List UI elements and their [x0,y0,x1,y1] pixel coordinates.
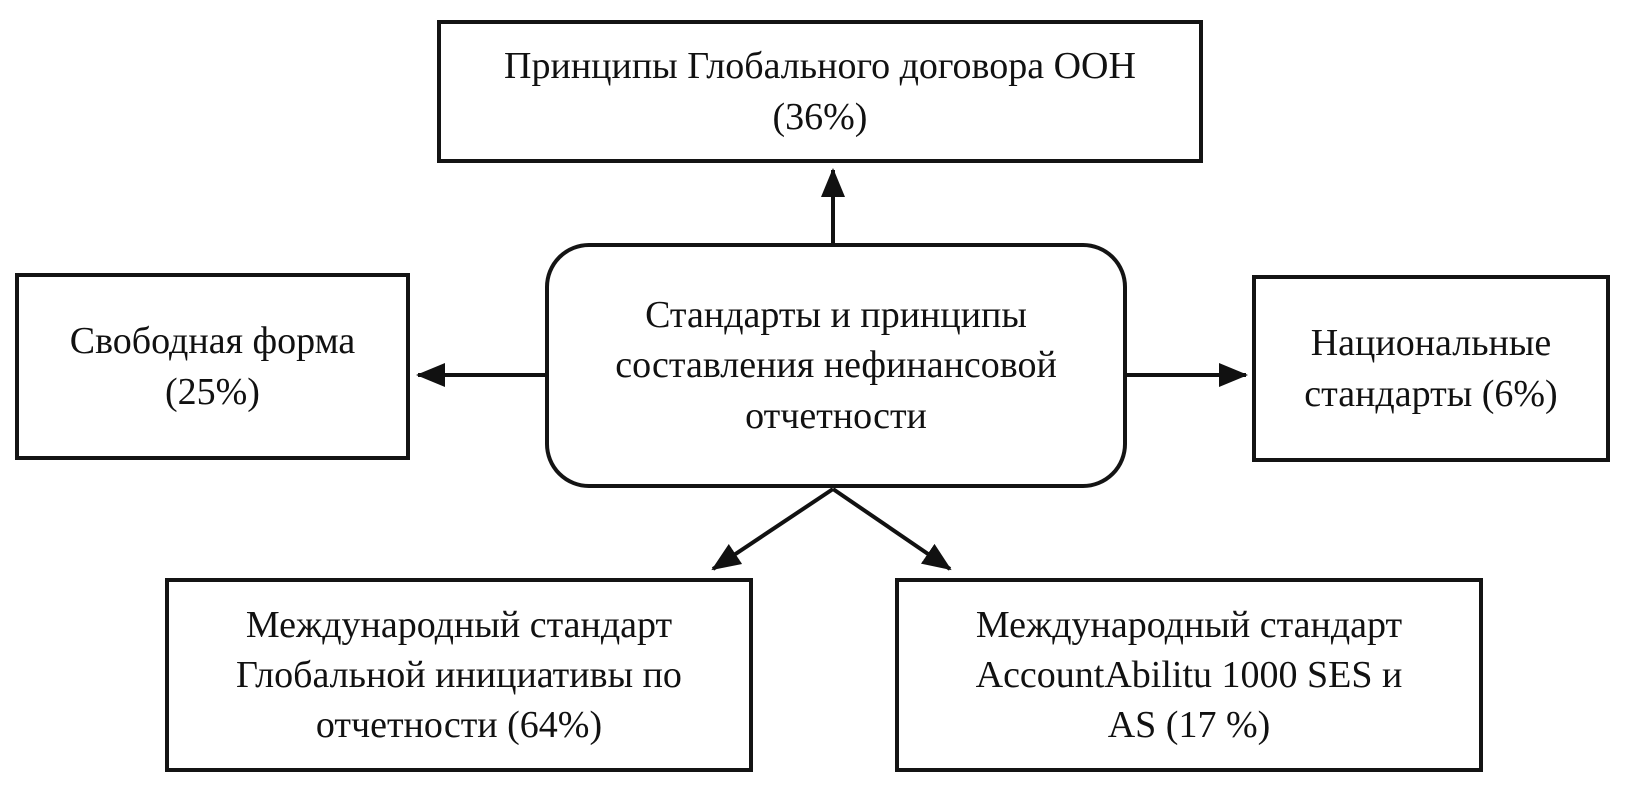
node-bottom-left-label: Международный стандарт Глобальной инициа… [236,603,682,747]
node-right-label: Национальные стандарты (6%) [1304,322,1558,415]
node-left-label: Свободная форма (25%) [69,320,356,413]
node-center-label: Стандарты и принципы составления нефинан… [615,294,1057,437]
node-left: Свободная форма (25%) [15,273,410,460]
node-right: Национальные стандарты (6%) [1252,275,1610,462]
arrow-center-to-bottom-right-icon [831,487,952,571]
node-center: Стандарты и принципы составления нефинан… [545,243,1127,488]
node-bottom-right: Международный стандарт AccountAbilitu 10… [895,578,1483,772]
node-top-label: Принципы Глобального договора ООН (36%) [504,45,1136,138]
node-bottom-left: Международный стандарт Глобальной инициа… [165,578,753,772]
arrow-center-to-bottom-left-icon [711,487,835,571]
node-bottom-right-label: Международный стандарт AccountAbilitu 10… [975,603,1403,747]
node-top: Принципы Глобального договора ООН (36%) [437,20,1203,163]
